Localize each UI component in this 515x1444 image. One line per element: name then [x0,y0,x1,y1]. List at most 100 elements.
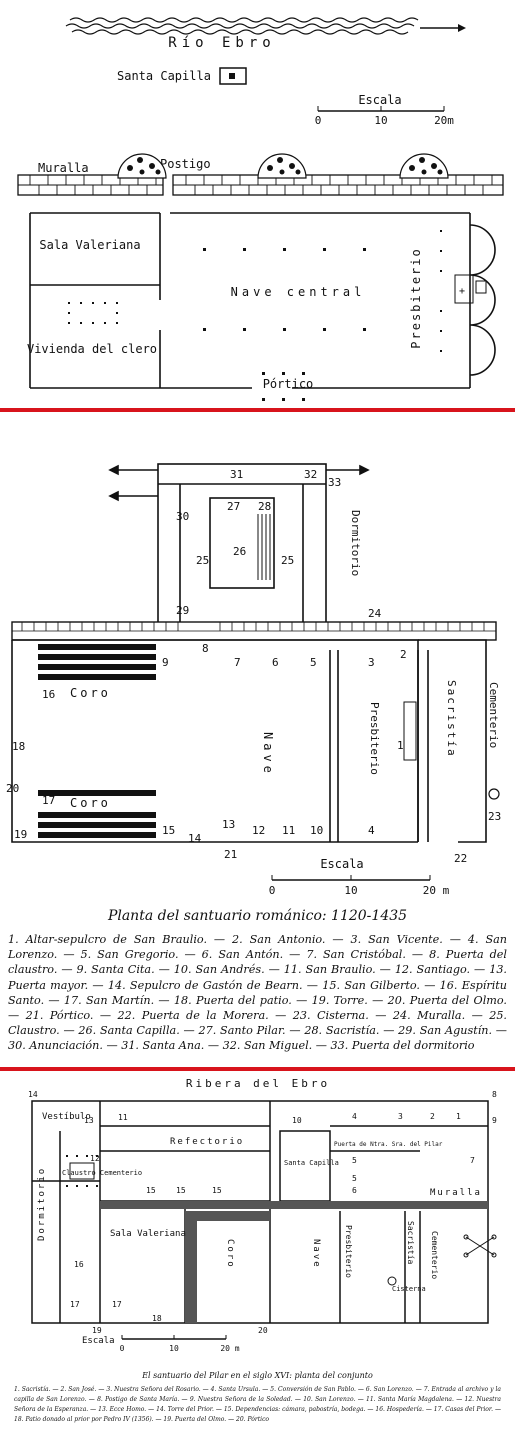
plan3-legend: 1. Sacristía. — 2. San José. — 3. Nuestr… [14,1386,501,1423]
num-23: 23 [488,810,501,823]
cementerio-label: Cementerio [487,682,500,748]
coro-rows [38,644,156,838]
cisterna-label: Cisterna [392,1285,426,1293]
muralla-label: Muralla [430,1188,482,1198]
vivienda-label: Vivienda del clero [27,342,157,356]
muralla-band [100,1201,488,1209]
num-14: 14 [188,832,202,845]
num-6: 6 [272,656,279,669]
num-27: 27 [227,500,240,513]
num-32: 32 [304,468,317,481]
scale2-tick-20: 20 m [423,884,450,897]
scale-tick-20: 20m [434,114,454,127]
pilar-shape [475,280,487,294]
n3-15c: 15 [212,1186,222,1195]
n3-8: 8 [492,1090,497,1099]
towers [117,153,449,179]
n3-13: 13 [84,1116,94,1125]
plan2-title: Planta del santuario románico: 1120-1435 [107,908,408,924]
num-25b: 25 [281,554,294,567]
plan2-body-numbers: 16 18 20 17 19 1 15 14 13 12 11 10 4 21 … [6,688,501,865]
arrows-top [108,464,370,502]
n3-2: 2 [430,1112,435,1121]
capilla-shape [219,67,247,85]
plan2-legend: 1. Altar-sepulcro de San Braulio. — 2. S… [8,933,507,1053]
plan3-labels: Vestíbulo Refectorio Claustro Cementerio… [42,1112,482,1346]
claustro-label: Claustro Cementerio [62,1169,142,1177]
num-15: 15 [162,824,175,837]
presbiterio-label: Presbiterio [344,1225,353,1278]
num-1: 1 [397,739,404,752]
coro-wall-top [185,1211,270,1221]
church-plan [29,212,496,389]
sala-label: Sala Valeriana [110,1229,186,1239]
num-13: 13 [222,818,235,831]
n3-3: 3 [398,1112,403,1121]
river-waves [65,17,419,35]
plan1-drawing: Río Ebro Santa Capilla Escala 0 10 20m M… [17,17,504,401]
nave-pillars [68,230,442,401]
num-3: 3 [368,656,375,669]
postigo-label: Postigo [160,157,211,171]
num-26: 26 [233,545,246,558]
compass-icon [463,1234,497,1258]
num-25a: 25 [196,554,209,567]
coro-label-1: Coro [70,686,111,700]
refectorio-label: Refectorio [170,1137,244,1147]
n3-19: 19 [92,1326,102,1335]
cloister-block [157,463,327,627]
sacristia-label: Sacristía [406,1221,415,1265]
n3-11: 11 [118,1113,128,1122]
coro-label-2: Coro [70,796,111,810]
altar-block [403,701,417,761]
river-label: Río Ebro [168,35,275,51]
church-body [11,639,487,843]
cisterna-icon [488,788,500,800]
num-5: 5 [310,656,317,669]
scale2-tick-0: 0 [269,884,276,897]
escala-label: Escala [82,1336,115,1346]
capilla-label: Santa Capilla [117,69,211,83]
scale3-tick-20: 20 m [220,1344,239,1353]
ribera-label: Ribera del Ebro [186,1077,330,1090]
nave-label: Nave [311,1239,321,1269]
sala-label: Sala Valeriana [39,238,140,252]
n3-12: 12 [90,1154,100,1163]
n3-10: 10 [292,1116,302,1125]
plan2-wall-numbers: 9 8 7 6 5 3 2 [162,642,407,669]
wall-stones [21,622,485,631]
dormitorio-label: Dormitorio [37,1167,47,1241]
altar-cross: + [459,286,465,297]
claustro-box [69,1162,95,1180]
num-2: 2 [400,648,407,661]
num-18: 18 [12,740,25,753]
scale-tick-10: 10 [374,114,387,127]
vestibulo-label: Vestíbulo [42,1112,91,1122]
n3-15a: 15 [146,1186,156,1195]
num-33: 33 [328,476,341,489]
plan-16th-century: Ribera del Ebro Vestíbulo Refectorio Cla… [0,1071,515,1444]
cisterna-icon [387,1276,397,1286]
num-20: 20 [6,782,19,795]
n3-15b: 15 [176,1186,186,1195]
n3-6: 6 [352,1186,357,1195]
n3-17a: 17 [70,1300,80,1309]
arrow-head-icon [458,24,466,32]
scale3-tick-0: 0 [120,1344,125,1353]
num-24: 24 [368,607,382,620]
divider-1 [0,408,515,412]
coro-wall-left [185,1211,197,1323]
tower-stones [127,157,443,175]
num-19: 19 [14,828,27,841]
dormitorio-label: Dormitorio [349,510,362,576]
n3-14: 14 [28,1090,38,1099]
plan3-dots [66,1155,98,1187]
nave-label: Nave [261,732,275,777]
plan3-numbers: 14 13 12 11 15 15 15 16 17 17 18 19 20 4… [28,1090,497,1335]
n3-16: 16 [74,1260,84,1269]
num-11: 11 [282,824,295,837]
n3-18: 18 [152,1314,162,1323]
num-28: 28 [258,500,271,513]
nave-label: Nave central [231,285,366,299]
num-17: 17 [42,794,55,807]
